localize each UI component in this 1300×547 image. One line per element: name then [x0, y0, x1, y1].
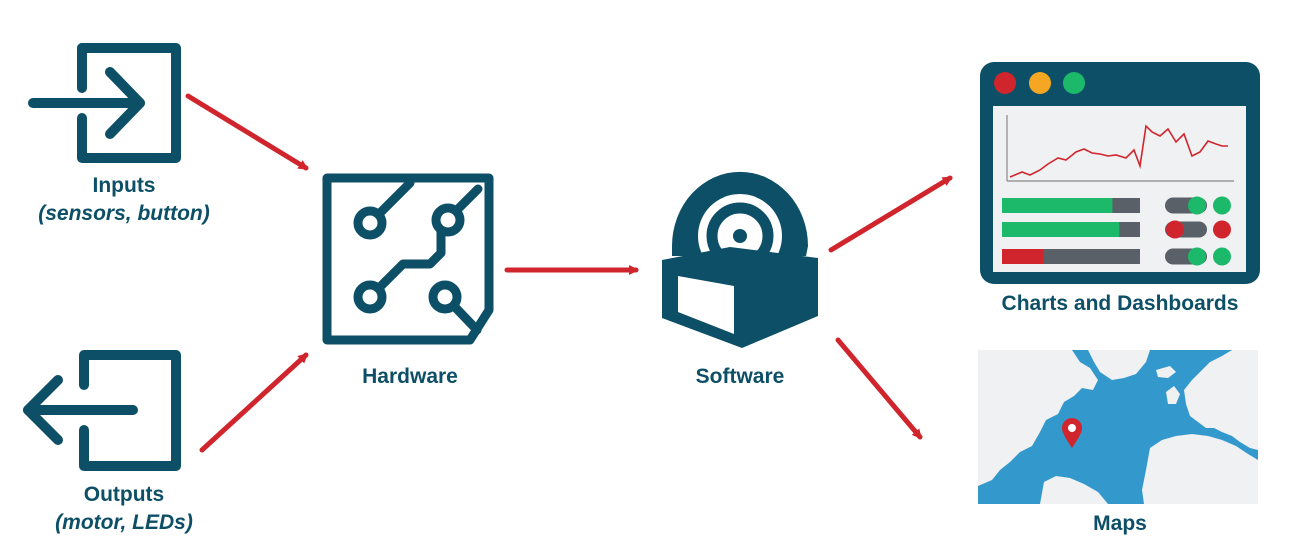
software-package-icon — [662, 171, 818, 348]
arrow-inputs-to-hardware — [185, 93, 309, 171]
inputs-subtitle: (sensors, button) — [38, 202, 210, 225]
progress-bar-fill — [1002, 249, 1044, 264]
status-dot — [1213, 196, 1231, 215]
toggle-knob — [1166, 220, 1184, 239]
arrow-software-to-maps — [835, 337, 923, 440]
outputs-title: Outputs — [83, 483, 165, 506]
circuit-board-icon — [322, 173, 494, 345]
mini-line-chart — [1006, 115, 1234, 182]
world-map-icon — [978, 350, 1258, 504]
window-dot-red — [994, 72, 1016, 94]
sign-out-icon — [23, 350, 181, 471]
window-dot-green — [1063, 72, 1085, 94]
software-label: Software — [695, 365, 785, 388]
dashboard-toggles — [1165, 196, 1231, 266]
inputs-label: Inputs (sensors, button) — [0, 172, 248, 228]
toggle-knob — [1188, 247, 1206, 266]
sign-in-icon — [28, 43, 181, 163]
arrow-outputs-to-hardware — [199, 352, 309, 453]
dashboard-progress-bars — [1002, 198, 1140, 264]
outputs-subtitle: (motor, LEDs) — [55, 511, 193, 534]
hardware-label: Hardware — [362, 365, 458, 388]
maps-label: Maps — [1093, 512, 1147, 535]
map-pin-icon — [1062, 418, 1082, 448]
outputs-label: Outputs (motor, LEDs) — [0, 481, 248, 537]
progress-bar-fill — [1002, 222, 1120, 237]
dashboards-label: Charts and Dashboards — [1001, 292, 1239, 315]
toggle-knob — [1188, 196, 1206, 215]
dashboard-window-icon — [980, 62, 1260, 284]
status-dot — [1213, 247, 1231, 266]
progress-bar-fill — [1002, 198, 1113, 213]
arrow-software-to-dashboards — [828, 175, 953, 253]
inputs-title: Inputs — [92, 174, 156, 197]
window-dot-yellow — [1029, 72, 1051, 94]
status-dot — [1213, 220, 1231, 239]
